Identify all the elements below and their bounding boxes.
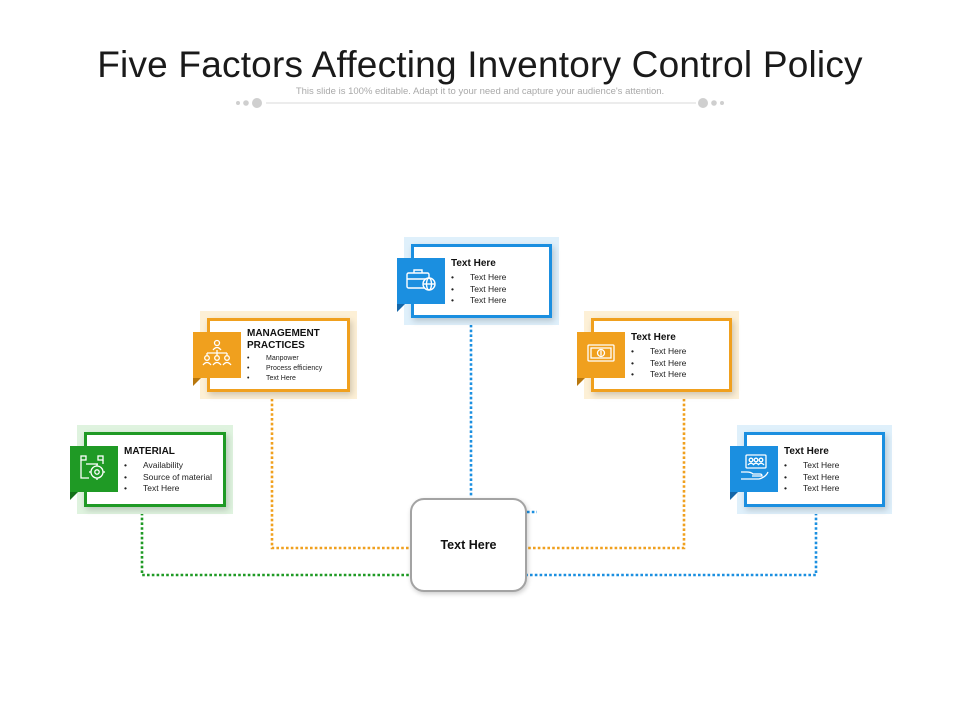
card-right-orange-heading: Text Here (631, 332, 676, 343)
card-top: Text Here Text Here Text Here Text Here (397, 237, 559, 325)
title-divider (236, 98, 724, 108)
card-management-item: Text Here (247, 374, 337, 384)
card-right-orange-item: Text Here (631, 346, 686, 358)
connector-material (140, 508, 410, 577)
money-bill-icon (585, 338, 617, 373)
hand-people-icon (738, 452, 770, 487)
card-management-icon-tab (193, 332, 241, 386)
card-right-blue-icon-tab (730, 446, 778, 500)
connector-right-orange (527, 394, 686, 550)
center-node: Text Here (410, 498, 527, 592)
card-top-item: Text Here (451, 272, 506, 284)
card-material-heading: MATERIAL (124, 446, 175, 457)
card-right-blue-item: Text Here (784, 483, 839, 495)
card-top-icon-tab (397, 258, 445, 312)
card-material: MATERIAL Availability Source of material… (70, 425, 233, 514)
card-right-orange: Text Here Text Here Text Here Text Here (577, 311, 739, 399)
card-right-blue-item: Text Here (784, 460, 839, 472)
card-right-blue-heading: Text Here (784, 446, 829, 457)
card-material-item: Availability (124, 460, 212, 472)
card-management: MANAGEMENT PRACTICES Manpower Process ef… (193, 311, 357, 399)
card-right-blue-item: Text Here (784, 472, 839, 484)
card-management-item: Manpower (247, 354, 337, 364)
org-chart-icon (201, 338, 233, 373)
card-right-orange-item: Text Here (631, 358, 686, 370)
card-right-orange-item: Text Here (631, 369, 686, 381)
connector-management (270, 394, 410, 550)
card-top-item: Text Here (451, 295, 506, 307)
connector-right-blue (527, 508, 818, 577)
center-node-label: Text Here (440, 538, 497, 552)
card-top-heading: Text Here (451, 258, 496, 269)
card-management-item: Process efficiency (247, 364, 337, 374)
card-material-item: Text Here (124, 483, 212, 495)
slide-subtitle: This slide is 100% editable. Adapt it to… (295, 86, 665, 97)
card-material-icon-tab (70, 446, 118, 500)
card-top-item: Text Here (451, 284, 506, 296)
card-right-orange-icon-tab (577, 332, 625, 386)
factory-gear-icon (78, 452, 110, 487)
card-management-heading: MANAGEMENT PRACTICES (247, 328, 320, 351)
card-right-blue: Text Here Text Here Text Here Text Here (730, 425, 892, 514)
slide-title: Five Factors Affecting Inventory Control… (97, 44, 863, 85)
briefcase-globe-icon (405, 264, 437, 299)
card-material-item: Source of material (124, 472, 212, 484)
